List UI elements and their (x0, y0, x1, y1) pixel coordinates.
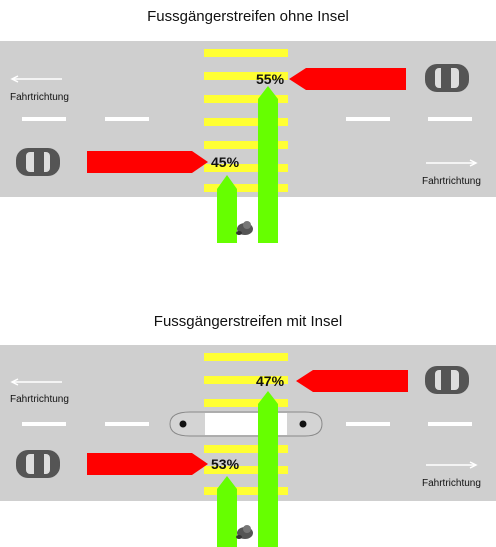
traffic-arrow-top (289, 68, 406, 90)
panel-title: Fussgängerstreifen mit Insel (153, 313, 343, 330)
direction-label-right: Fahrtrichtung (422, 478, 481, 489)
traffic-arrow-bottom (87, 151, 208, 173)
lane-markings (22, 422, 472, 426)
percentage-top: 47% (256, 373, 285, 389)
direction-label-left: Fahrtrichtung (10, 394, 69, 405)
direction-label-right: Fahrtrichtung (422, 176, 481, 187)
panel-with-island: Fussgängerstreifen mit Insel (0, 306, 496, 547)
percentage-bottom: 45% (211, 154, 240, 170)
diagram-without-island: Fahrtrichtung Fahrtrichtung 55% 45% (0, 41, 496, 243)
direction-arrow-left-icon (10, 75, 62, 83)
direction-arrow-right-icon (426, 461, 478, 469)
car-icon (16, 450, 60, 478)
traffic-arrow-top (296, 370, 408, 392)
traffic-island (169, 411, 323, 437)
pedestrian-icon (236, 221, 253, 235)
pedestrian-arrow-long (258, 86, 278, 243)
percentage-bottom: 53% (211, 456, 240, 472)
percentage-top: 55% (256, 71, 285, 87)
direction-arrow-right-icon (426, 159, 478, 167)
diagram-with-island: Fahrtrichtung Fahrtrichtung 47% 53% (0, 345, 496, 547)
car-icon (425, 366, 469, 394)
crosswalk (204, 353, 288, 495)
pedestrian-arrow-long (258, 391, 278, 547)
panel-without-island: Fussgängerstreifen ohne Insel (0, 0, 496, 270)
traffic-arrow-bottom (87, 453, 208, 475)
car-icon (16, 148, 60, 176)
pedestrian-arrow-short (217, 476, 237, 547)
direction-label-left: Fahrtrichtung (10, 92, 69, 103)
direction-arrow-left-icon (10, 378, 62, 386)
pedestrian-arrow-short (217, 175, 237, 243)
car-icon (425, 64, 469, 92)
panel-title: Fussgängerstreifen ohne Insel (147, 8, 349, 25)
pedestrian-icon (236, 525, 253, 539)
lane-markings (22, 117, 472, 121)
crosswalk (204, 49, 288, 192)
